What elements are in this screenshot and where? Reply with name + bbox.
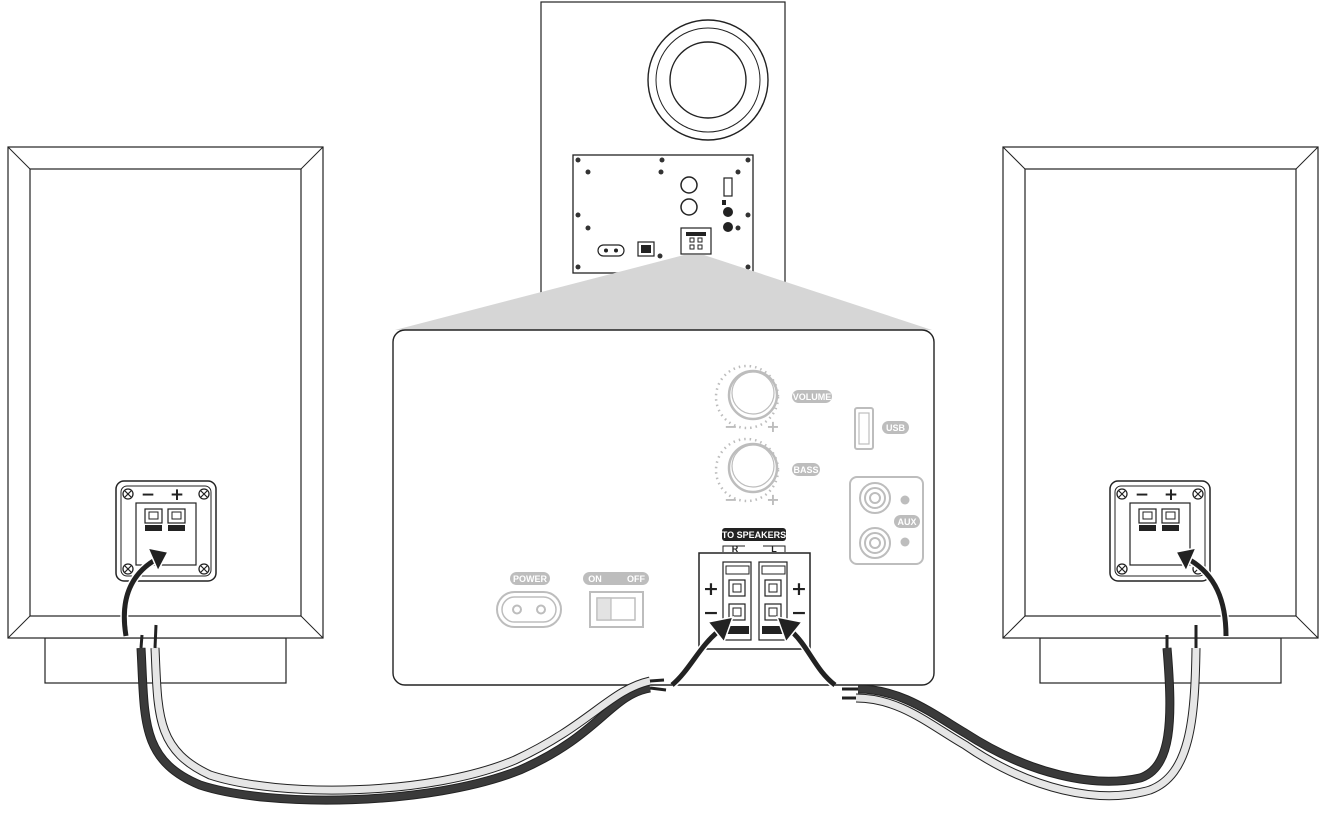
bass-plus: + <box>766 490 779 509</box>
aux-label: AUX <box>897 517 916 527</box>
speaker-terminal-left: − + <box>115 480 217 582</box>
switch-on-label: ON <box>588 574 602 584</box>
bass-knob[interactable] <box>714 437 780 503</box>
screw-icon <box>1192 488 1204 500</box>
arrow-icon <box>120 546 170 637</box>
screw-icon <box>122 563 134 575</box>
terminal-minus-label: − <box>1135 485 1149 505</box>
arrow-icon <box>1174 546 1230 637</box>
screw-icon <box>1116 488 1128 500</box>
volume-minus: − <box>724 417 737 436</box>
right-speaker: − + <box>1002 146 1319 684</box>
switch-off-label: OFF <box>627 574 645 584</box>
screw-icon <box>198 563 210 575</box>
power-label: POWER <box>513 574 548 584</box>
rocker-switch-icon[interactable] <box>589 591 644 628</box>
cable-right <box>842 625 1201 801</box>
arrow-icon <box>669 616 735 689</box>
bass-minus: − <box>724 490 737 509</box>
terminal-plus-label: + <box>1164 485 1178 505</box>
volume-label: VOLUME <box>793 392 832 402</box>
to-speakers-label: TO SPEAKERS <box>722 530 786 540</box>
terminal-minus-label: − <box>141 485 155 505</box>
rca-jack-icon[interactable] <box>859 527 891 559</box>
left-speaker: − + <box>7 146 324 684</box>
channel-r-label: R <box>732 544 739 554</box>
usb-label: USB <box>886 423 906 433</box>
output-minus-right: − <box>703 602 719 624</box>
usb-port-icon[interactable] <box>854 407 874 450</box>
cable-left <box>136 624 667 805</box>
terminal-plus-label: + <box>170 485 184 505</box>
screw-icon <box>1116 563 1128 575</box>
arrow-icon <box>775 616 838 689</box>
output-plus-left: + <box>791 578 807 600</box>
output-minus-left: − <box>791 602 807 624</box>
channel-l-label: L <box>771 544 777 554</box>
volume-plus: + <box>766 417 779 436</box>
subwoofer-back-panel-zoom: VOLUME − + BASS − + USB <box>392 329 935 686</box>
power-socket-icon[interactable] <box>496 591 562 628</box>
zoom-callout <box>395 255 932 330</box>
volume-knob[interactable] <box>714 364 780 430</box>
screw-icon <box>198 488 210 500</box>
screw-icon <box>122 488 134 500</box>
output-plus-right: + <box>703 578 719 600</box>
rca-jack-icon[interactable] <box>859 482 891 514</box>
bass-label: BASS <box>793 465 818 475</box>
